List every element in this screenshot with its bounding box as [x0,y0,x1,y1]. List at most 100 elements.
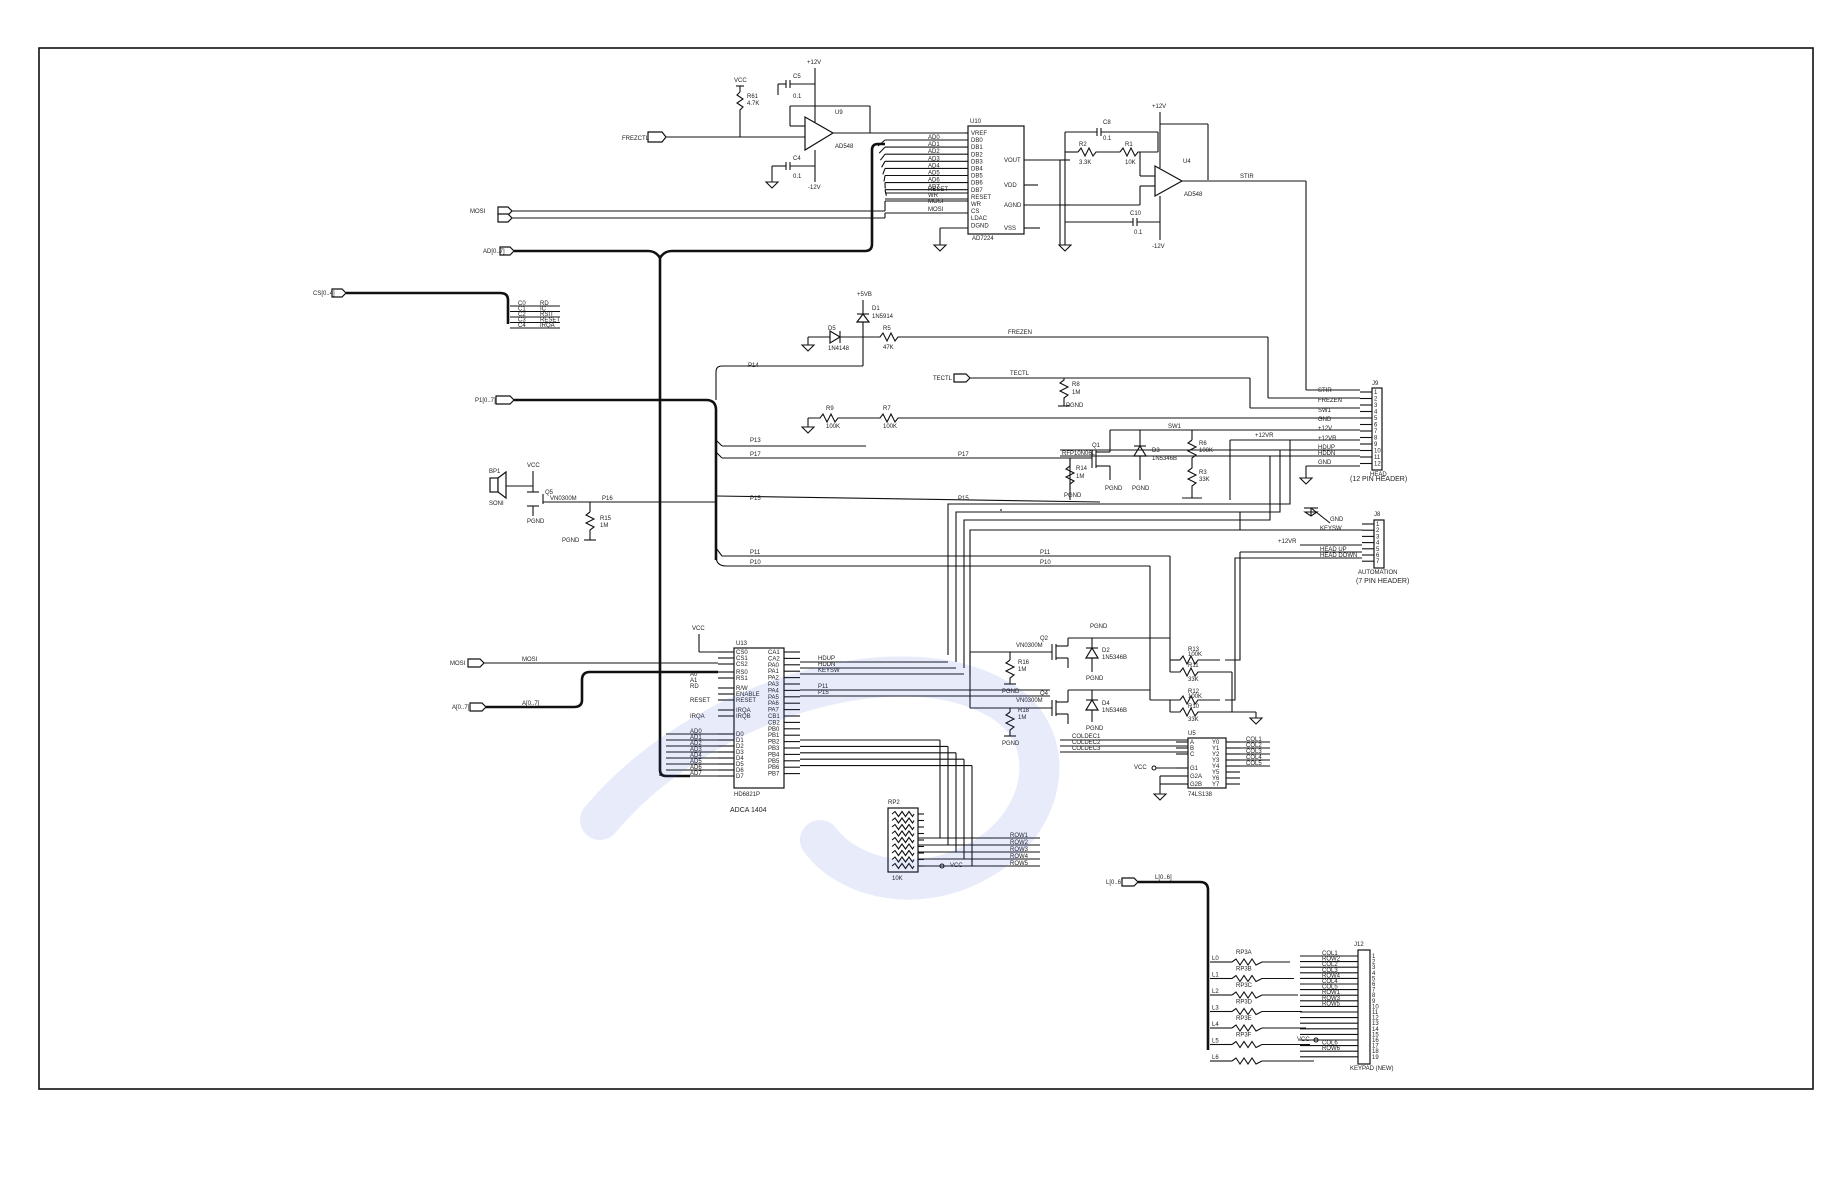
m12v-label: -12V [808,185,821,191]
u9-opamp [804,115,835,152]
rp2-ref: RP2 [888,800,900,806]
rp2-element [891,817,915,825]
r9-r7-resistors [808,412,1360,424]
j12-net-row2: ROW2 [1322,957,1341,963]
j12-pin-19: 19 [1372,1055,1379,1061]
ad-port[interactable] [499,246,515,256]
j9-ref: J9 [1372,381,1379,387]
u10-pin-vref: VREF [971,131,987,137]
p10-label-2: P10 [1040,560,1051,566]
u5-pin-g1: G1 [1190,766,1199,772]
r12-value: 100K [1188,694,1202,700]
d5-value: 1N4148 [828,346,850,352]
r9-r7-section: R9 100K R7 100K [800,406,1360,434]
r11-ref: R11 [1188,663,1199,669]
tectl-port[interactable] [953,373,971,383]
j12-net-col2: COL2 [1322,962,1338,968]
u13-pin-cs0: CS0 [736,650,748,656]
j12-pin-3: 3 [1372,965,1376,971]
d4-ref: D4 [1102,701,1110,707]
cs-net-3: C3 [518,318,526,324]
j9-net-frezen: FREZEN [1318,398,1342,404]
coldec2-net: COLDEC2 [1072,740,1101,746]
rp3-resistor [1231,974,1263,983]
j8-label: AUTOMATION [1358,570,1397,576]
q5-value: VN0300M [550,496,577,502]
bus-entry [878,146,886,154]
a-bus [486,670,718,709]
p15-label-2: P15 [958,496,969,502]
cs-port[interactable] [331,288,347,298]
u13-pin-pa4: PA4 [768,688,780,694]
r11-resistor [1170,666,1232,678]
cs-net-0: C0 [518,301,526,307]
u13-pin-pa6: PA6 [768,701,780,707]
u10-pin-vout: VOUT [1004,158,1021,164]
u13-pin-pb3: PB3 [768,746,780,752]
r18-resistor [1004,711,1016,736]
head-drivers: PGND Q2 VN0300M D2 1N5346B PGND R16 1M P… [969,624,1264,747]
u5-pin-c: C [1190,752,1195,758]
a-port[interactable] [469,702,487,712]
u5-pin-y5: Y5 [1212,770,1220,776]
r14-value: 1M [1076,474,1084,480]
rp2-element [891,836,915,844]
mosi2-port[interactable] [467,658,485,668]
p10-label: P10 [750,560,761,566]
keypad-section: L[0..6] L[0..6] L0RP3AL1RP3BL2RP3CL3RP3D… [1106,875,1394,1072]
p11-net-u13: P11 [818,684,829,690]
j9-caption: (12 PIN HEADER) [1350,476,1407,483]
frezctl-port[interactable] [647,131,667,143]
j8-net-12vr: +12VR [1278,539,1297,545]
rp2-net-row1: ROW1 [1010,833,1029,839]
u10-pin-db5: DB5 [971,174,983,180]
cs-sig-2: RSIT [540,312,554,318]
u13-pin-cs2: CS2 [736,662,748,668]
bus-entry [881,161,886,168]
u10-ref: U10 [970,119,982,125]
u5-body [1187,737,1227,789]
u13-pin-rs1: RS1 [736,676,748,682]
u10-net-ad7: AD7 [928,185,940,191]
l-port[interactable] [1121,877,1139,887]
r8-value: 1M [1072,390,1080,396]
j9-pin-9: 9 [1374,442,1378,448]
u13-ref: U13 [736,641,748,647]
r9-value: 100K [826,424,840,430]
d5-diode [829,329,842,345]
r2-ref: R2 [1079,142,1087,148]
q1-value: RFP10N06L [1062,451,1096,457]
u13-pin-irqb: IRQB [736,714,751,720]
j8-pin-4: 4 [1376,541,1380,547]
j9-net-stir: STIR [1318,388,1332,394]
u13-pia: U13 HD6821P ADCA 1404 CS0CS1CS2RS0RS1R/W… [692,626,1050,814]
u5-pin-y3: Y3 [1212,758,1220,764]
bp1-vcc: VCC [527,463,540,469]
j9-pin-5: 5 [1374,416,1378,422]
l-bus [1138,880,1210,1050]
u13-net-ad2: AD2 [690,741,702,747]
rp3-label-0: RP3A [1236,950,1252,956]
u13-pin-d4: D4 [736,756,744,762]
cs-net-4: C4 [518,323,526,329]
rp2-element [891,843,915,851]
p1-port[interactable] [495,395,515,405]
u13-pin-d3: D3 [736,750,744,756]
rp2-value: 10K [892,876,903,882]
u5-pin-g2b: G2B [1190,782,1202,788]
j12-pin-7: 7 [1372,988,1376,994]
u10-net-mosi2: MOSI [928,207,944,213]
r6-value: 100K [1199,448,1213,454]
j12-net-row4: ROW4 [1322,973,1341,979]
d3-diode [1132,444,1148,457]
u10-net-ad0: AD0 [928,135,940,141]
rp2-vcc: VCC [950,863,963,869]
j12-net-row3: ROW3 [1322,996,1341,1002]
u4-opamp [1154,164,1184,198]
u5-net-col2: COL2 [1246,743,1262,749]
u10-net-reset: RESET [928,187,948,193]
c10-ref: C10 [1130,211,1142,217]
u13-net-irqa: IRQA [690,714,705,720]
j8-caption: (7 PIN HEADER) [1356,578,1409,585]
j12-pin-1: 1 [1372,954,1376,960]
